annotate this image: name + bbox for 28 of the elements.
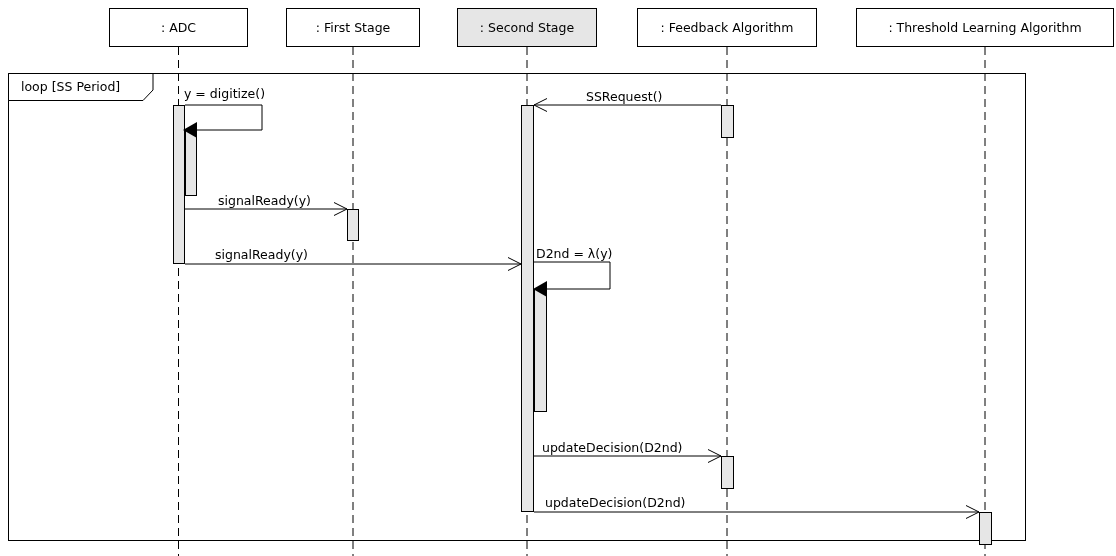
message-label: y = digitize(): [183, 86, 266, 101]
message-label: signalReady(y): [214, 247, 309, 262]
self-message-arrow: [183, 104, 263, 138]
participant-box: : First Stage: [286, 8, 420, 47]
frame-label: loop [SS Period]: [21, 79, 121, 94]
participant-box: : Threshold Learning Algorithm: [856, 8, 1114, 47]
participant-box: : ADC: [109, 8, 248, 47]
activation-bar: [534, 289, 547, 412]
activation-bar: [185, 130, 197, 196]
activation-bar: [721, 456, 734, 489]
message-label: updateDecision(D2nd): [544, 495, 687, 510]
activation-bar: [173, 105, 185, 264]
self-message-arrow: [533, 261, 611, 297]
participant-box: : Second Stage: [457, 8, 597, 47]
message-arrow: [184, 202, 348, 216]
message-arrow: [533, 98, 722, 112]
message-label: signalReady(y): [217, 193, 312, 208]
activation-bar: [521, 105, 534, 512]
activation-bar: [721, 105, 734, 138]
message-arrow: [533, 505, 980, 519]
activation-bar: [979, 512, 992, 545]
message-label: D2nd = λ(y): [535, 246, 614, 261]
message-arrow: [184, 257, 522, 271]
message-label: updateDecision(D2nd): [541, 440, 684, 455]
message-arrow: [533, 449, 722, 463]
participant-box: : Feedback Algorithm: [637, 8, 817, 47]
activation-bar: [347, 209, 359, 241]
message-label: SSRequest(): [585, 89, 664, 104]
